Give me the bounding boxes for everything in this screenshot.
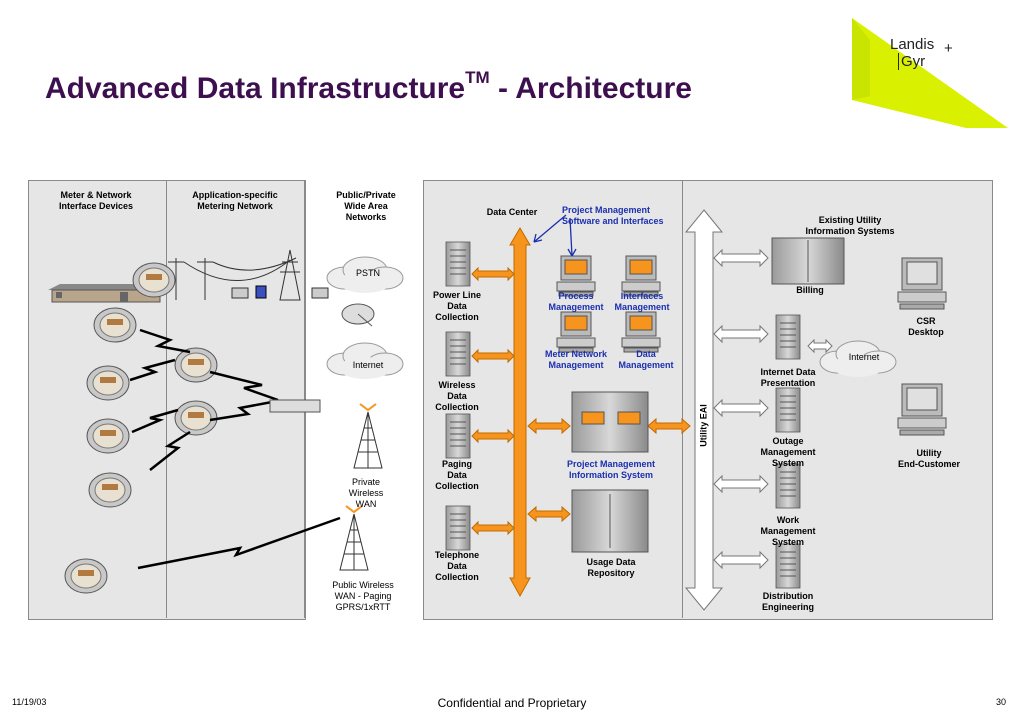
logo-plus: + — [944, 40, 953, 57]
outage-management-label: Outage Management System — [760, 436, 816, 468]
paging-collection-label: Paging Data Collection — [435, 459, 479, 491]
title-main: Advanced Data Infrastructure — [45, 72, 466, 105]
meter-devices — [48, 262, 218, 594]
panel-divider-existing — [682, 181, 683, 618]
data-management-label: Data Management — [618, 349, 674, 370]
distribution-engineering-label: Distribution Engineering — [761, 591, 814, 612]
logo-text-landis: Landis — [890, 36, 935, 53]
footer-confidential: Confidential and Proprietary — [437, 696, 587, 710]
header-meter-devices: Meter & Network Interface Devices — [58, 190, 134, 211]
wireless-links — [129, 328, 341, 570]
internet-label-wan: Internet — [352, 360, 384, 370]
interfaces-management-label: Interfaces Management — [614, 291, 670, 312]
pm-system-server — [571, 391, 649, 453]
work-management-label: Work Management System — [760, 515, 816, 547]
meter-network-management-label: Meter Network Management — [544, 349, 607, 370]
panel-divider-meter — [166, 181, 167, 618]
header-existing-systems: Existing Utility Information Systems — [805, 215, 895, 236]
repository-server — [571, 489, 649, 553]
header-ami-network: Application-specific Metering Network — [192, 190, 278, 211]
pstn-label: PSTN — [355, 268, 380, 278]
private-wan-label: Private Wireless WAN — [348, 477, 384, 509]
pm-pointer-arrows — [533, 214, 577, 257]
logo-shape — [852, 18, 1008, 128]
logo-text-gyr: Gyr — [898, 53, 925, 70]
billing-label: Billing — [796, 285, 824, 295]
internet-presentation-label: Internet Data Presentation — [760, 367, 816, 388]
header-wan: Public/Private Wide Area Networks — [336, 190, 396, 222]
telephone-collection-label: Telephone Data Collection — [434, 550, 480, 582]
csr-desktop-label: CSR Desktop — [908, 316, 944, 337]
utility-eai-bus — [684, 209, 724, 611]
title-trademark: TM — [465, 68, 490, 87]
process-management-label: Process Management — [548, 291, 604, 312]
powerline-collection-label: Power Line Data Collection — [432, 290, 481, 322]
collector-arrows — [471, 266, 691, 536]
powerline — [168, 249, 329, 301]
usage-repository-label: Usage Data Repository — [586, 557, 636, 578]
footer-page-number: 30 — [996, 697, 1007, 707]
header-datacenter: Data Center — [486, 207, 538, 217]
wireless-collection-label: Wireless Data Collection — [435, 380, 479, 412]
end-customer-label: Utility End-Customer — [897, 448, 960, 469]
router-icon — [269, 399, 321, 413]
page-title: Advanced Data InfrastructureTM - Archite… — [45, 68, 692, 106]
eai-arrows — [713, 248, 833, 570]
footer-date: 11/19/03 — [12, 697, 47, 707]
public-wan-label: Public Wireless WAN - Paging GPRS/1xRTT — [332, 580, 394, 612]
pm-software-label: Project Management Software and Interfac… — [562, 205, 664, 226]
internet-label-utility: Internet — [848, 352, 880, 362]
title-suffix: - Architecture — [489, 72, 692, 105]
billing-server — [771, 237, 845, 285]
datacenter-bus — [509, 227, 531, 598]
pm-system-label: Project Management Information System — [566, 459, 656, 480]
utility-eai-label: Utility EAI — [698, 404, 709, 447]
